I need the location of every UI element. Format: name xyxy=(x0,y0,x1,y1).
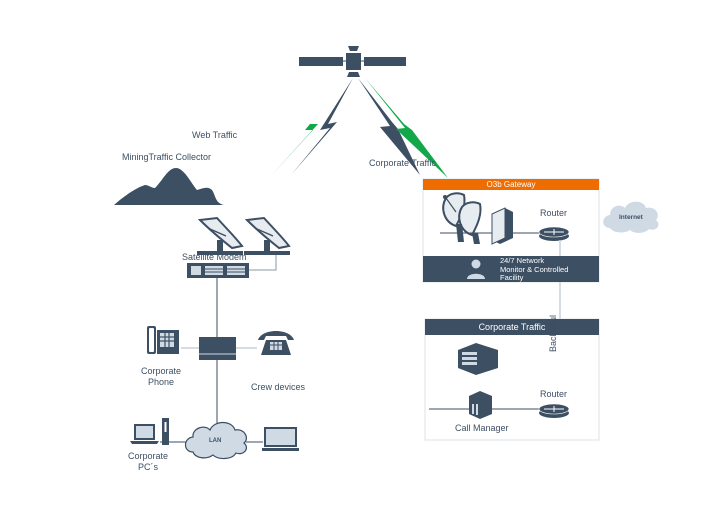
backhaul-label: Backhaul xyxy=(548,314,558,352)
corporate-phone-label-line1: Corporate xyxy=(140,366,182,376)
link-green-right xyxy=(365,78,448,178)
noc-label-line3: Facility xyxy=(500,273,524,282)
satellite-dish-icon xyxy=(197,216,244,255)
firewall-icon xyxy=(491,207,513,245)
satellite-modem-icon xyxy=(187,263,249,278)
satellite-icon xyxy=(299,46,406,77)
o3b-gateway-title: O3b Gateway xyxy=(486,180,536,189)
internet-label: Internet xyxy=(619,214,643,221)
crew-devices-label: Crew devices xyxy=(251,382,306,392)
internet-cloud-icon xyxy=(603,201,659,233)
satellite-links xyxy=(269,78,448,178)
noc-band xyxy=(423,256,599,282)
satellite-dish-icon xyxy=(244,216,291,255)
satellite-modem-label: Satellite Modem xyxy=(182,252,247,262)
link-green-left xyxy=(269,78,348,178)
corporate-pcs-label: Corporate PC´s xyxy=(122,451,174,473)
gateway-router-label: Router xyxy=(540,208,568,218)
switch-icon xyxy=(199,337,236,360)
o3b-gateway-header xyxy=(423,179,599,190)
noc-label-line1: 24/7 Network xyxy=(500,256,545,265)
call-manager-label: Call Manager xyxy=(455,423,509,433)
server-icon xyxy=(458,343,498,375)
corporate-phone-label: Corporate Phone xyxy=(135,366,187,388)
corporate-traffic-box xyxy=(424,318,600,441)
link-dark-left xyxy=(291,78,353,175)
web-traffic-label: Web Traffic xyxy=(192,130,238,140)
mining-traffic-collector-label: MiningTraffic Collector xyxy=(122,152,212,162)
corporate-pcs-label-line1: Corporate xyxy=(127,451,169,461)
noc-label-line2: Monitor & Controlled xyxy=(500,264,569,274)
mountain-icon xyxy=(114,168,224,205)
person-icon xyxy=(467,259,485,279)
call-manager-icon xyxy=(469,391,492,419)
corporate-traffic-title: Corporate Traffic xyxy=(478,322,546,332)
corporate-router-icon xyxy=(538,403,570,418)
corporate-router-label: Router xyxy=(540,389,568,399)
corporate-phone-icon xyxy=(147,326,179,354)
crew-laptop-icon xyxy=(262,427,299,451)
corporate-phone-label-line2: Phone xyxy=(147,377,175,387)
lan-cloud-icon xyxy=(184,421,248,460)
gateway-dish-icon xyxy=(442,192,482,244)
link-dark-right xyxy=(358,78,420,175)
corporate-pc-icon xyxy=(130,418,169,445)
corporate-pcs-label-line2: PC´s xyxy=(138,462,158,472)
gateway-router-icon xyxy=(538,226,570,241)
corporate-traffic-header xyxy=(425,319,599,335)
crew-phone-icon xyxy=(258,331,294,355)
corporate-traffic-link-label: Corporate Traffic xyxy=(369,158,436,168)
noc-label: 24/7 Network Monitor & Controlled Facili… xyxy=(500,256,569,283)
lan-label: LAN xyxy=(209,438,222,444)
